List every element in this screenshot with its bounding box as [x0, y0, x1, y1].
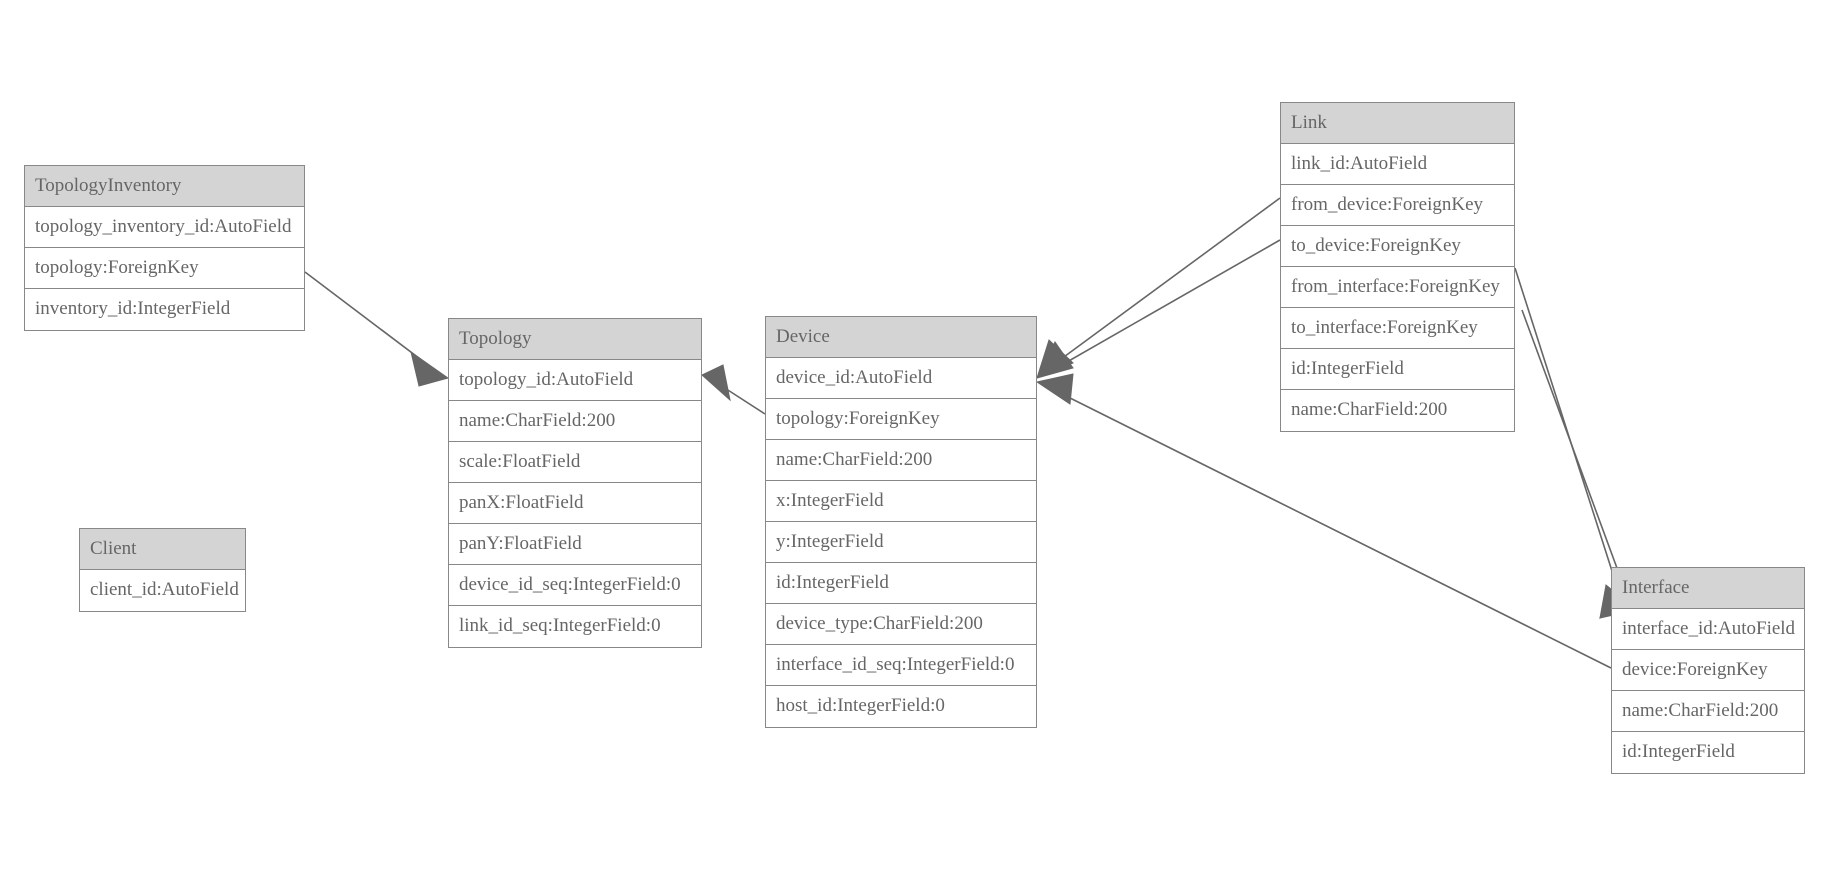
entity-field: topology_inventory_id:AutoField: [25, 207, 304, 248]
entity-title-topology: Topology: [449, 319, 701, 360]
entity-field: panX:FloatField: [449, 483, 701, 524]
entity-field: topology_id:AutoField: [449, 360, 701, 401]
entity-field: device_id:AutoField: [766, 358, 1036, 399]
entity-title-client: Client: [80, 529, 245, 570]
entity-field: x:IntegerField: [766, 481, 1036, 522]
relationship-line: [304, 271, 437, 372]
arrowhead-icon: [701, 364, 731, 402]
entity-field: from_device:ForeignKey: [1281, 185, 1514, 226]
entity-field: to_device:ForeignKey: [1281, 226, 1514, 267]
entity-field: device_id_seq:IntegerField:0: [449, 565, 701, 606]
relationship-link-fromdevice-to-device: [1036, 197, 1281, 379]
entity-title-link: Link: [1281, 103, 1514, 144]
entity-field: id:IntegerField: [766, 563, 1036, 604]
relationship-line: [1514, 267, 1621, 597]
entity-field: name:CharField:200: [766, 440, 1036, 481]
entity-field: inventory_id:IntegerField: [25, 289, 304, 330]
entity-field: from_interface:ForeignKey: [1281, 267, 1514, 308]
entity-field: interface_id:AutoField: [1612, 609, 1804, 650]
relationship-link-todevice-to-device: [1036, 239, 1281, 379]
entity-field: host_id:IntegerField:0: [766, 686, 1036, 727]
entity-field: topology:ForeignKey: [25, 248, 304, 289]
relationship-topologyinventory-to-topology: [304, 271, 450, 387]
entity-field: y:IntegerField: [766, 522, 1036, 563]
arrowhead-icon: [1036, 341, 1074, 379]
entity-field: link_id_seq:IntegerField:0: [449, 606, 701, 647]
entity-field: device:ForeignKey: [1612, 650, 1804, 691]
relationship-link-frominterface-to-interface: [1514, 267, 1633, 619]
entity-field: panY:FloatField: [449, 524, 701, 565]
arrowhead-icon: [410, 350, 450, 387]
entity-field: device_type:CharField:200: [766, 604, 1036, 645]
entity-field: client_id:AutoField: [80, 570, 245, 611]
relationship-line: [1052, 197, 1281, 366]
entity-field: link_id:AutoField: [1281, 144, 1514, 185]
relationship-device-to-topology: [701, 364, 766, 415]
entity-field: topology:ForeignKey: [766, 399, 1036, 440]
entity-title-device: Device: [766, 317, 1036, 358]
entity-field: id:IntegerField: [1612, 732, 1804, 773]
entity-field: to_interface:ForeignKey: [1281, 308, 1514, 349]
arrowhead-icon: [1035, 373, 1074, 405]
entity-field: name:CharField:200: [1612, 691, 1804, 732]
relationship-line: [1521, 309, 1629, 599]
relationship-line: [1052, 239, 1281, 371]
entity-field: name:CharField:200: [1281, 390, 1514, 431]
arrowhead-icon: [1036, 339, 1074, 379]
entity-field: scale:FloatField: [449, 442, 701, 483]
entity-title-interface: Interface: [1612, 568, 1804, 609]
entity-field: interface_id_seq:IntegerField:0: [766, 645, 1036, 686]
entity-title-topology-inventory: TopologyInventory: [25, 166, 304, 207]
entity-field: id:IntegerField: [1281, 349, 1514, 390]
entity-field: name:CharField:200: [449, 401, 701, 442]
relationship-line: [716, 382, 766, 415]
